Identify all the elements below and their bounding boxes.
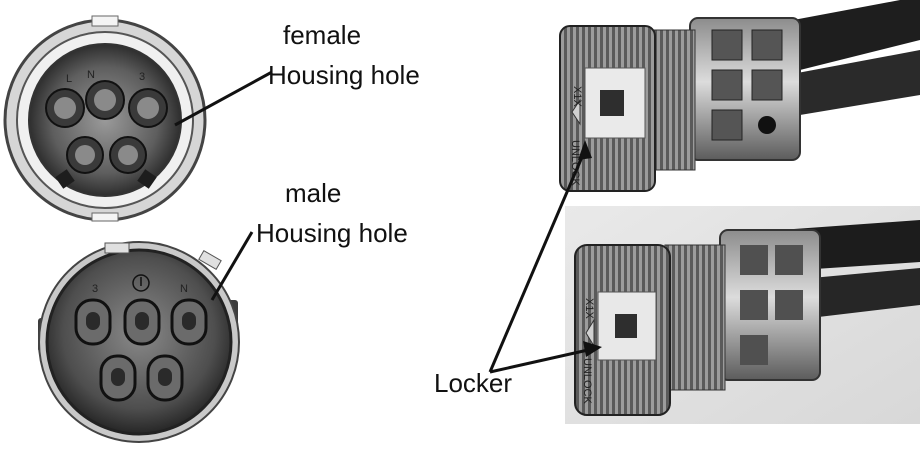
male-connector-image: 3 N [38, 241, 240, 443]
leader-locker-top-arrow [578, 140, 592, 160]
bottom-sleeve-mark: X1X [583, 298, 595, 319]
female-label: female [283, 20, 362, 50]
bottom-unlock-mark: UNLOCK [581, 358, 593, 405]
leader-male-housing [210, 231, 254, 301]
female-pin-holes [45, 80, 168, 174]
female-housing-hole-label: Housing hole [268, 60, 420, 90]
top-sleeve-mark: X1X [571, 86, 583, 107]
female-connector-image: L N 3 [3, 15, 207, 222]
leader-locker-top [488, 149, 587, 373]
female-pin-mark-l: L [66, 73, 72, 85]
leader-female-housing [174, 70, 273, 127]
top-unlock-mark: UNLOCK [569, 140, 581, 187]
connector-side-view-top: X1X UNLOCK [559, 0, 920, 192]
male-housing-hole-label: Housing hole [256, 218, 408, 248]
male-pin-mark-n: N [180, 283, 188, 295]
female-pin-mark-n: N [87, 69, 95, 81]
male-pin-sockets [74, 298, 208, 402]
male-label: male [285, 178, 342, 208]
leader-lines [174, 70, 602, 374]
male-pin-mark-3: 3 [92, 283, 98, 295]
locker-label: Locker [434, 368, 513, 398]
leader-locker-bottom-arrow [583, 341, 602, 357]
connector-side-view-bottom: X1X UNLOCK [565, 206, 920, 424]
leader-locker-bottom [489, 348, 589, 374]
female-pin-mark-3: 3 [139, 71, 145, 83]
